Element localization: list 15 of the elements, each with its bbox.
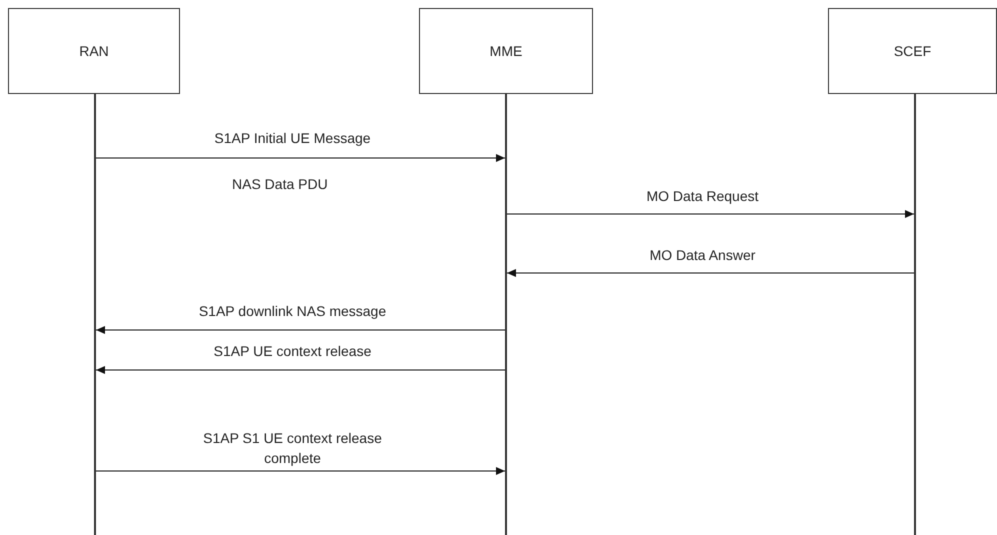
participant-box bbox=[419, 8, 593, 94]
message-arrow bbox=[96, 366, 506, 374]
message-arrow bbox=[506, 210, 914, 218]
participant-name: MME bbox=[490, 43, 522, 59]
message-arrow bbox=[96, 467, 506, 475]
message-arrow bbox=[506, 269, 914, 277]
participant-name: SCEF bbox=[894, 43, 932, 59]
participant-name: RAN bbox=[79, 43, 109, 59]
lifeline bbox=[505, 94, 507, 535]
lifeline bbox=[94, 94, 96, 535]
participant-box bbox=[8, 8, 180, 94]
participant-box bbox=[828, 8, 997, 94]
lifeline bbox=[914, 94, 916, 535]
message-arrow bbox=[96, 154, 506, 162]
message-arrow bbox=[96, 326, 506, 334]
